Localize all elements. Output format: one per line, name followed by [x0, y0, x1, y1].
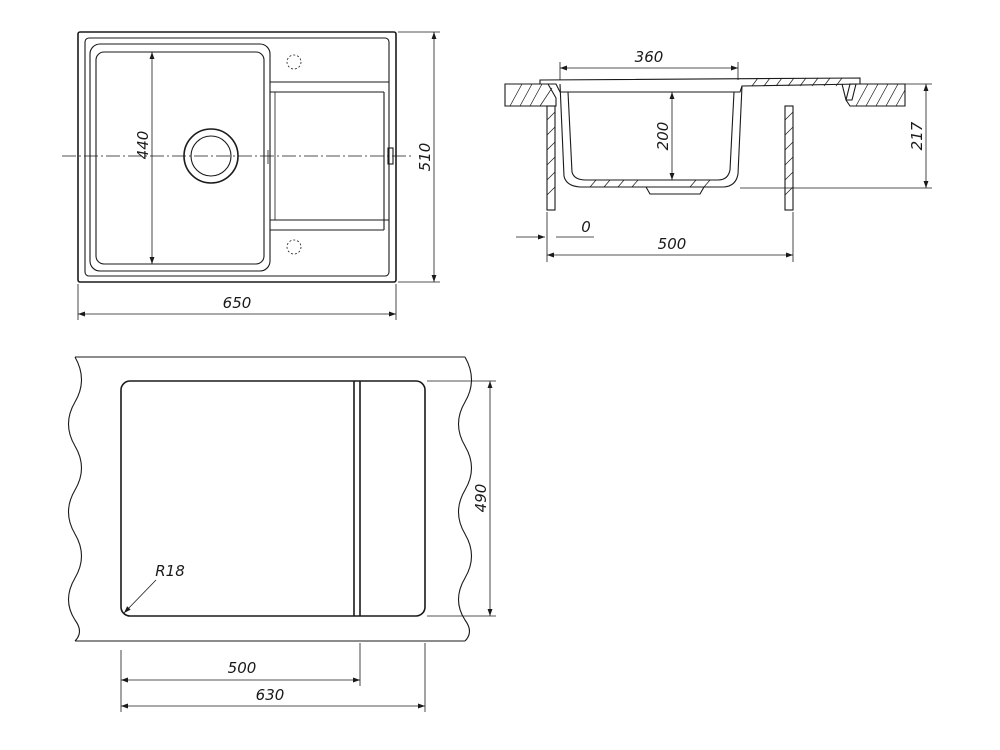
dim-radius: R18: [155, 562, 185, 580]
cutout-outline: [120, 380, 426, 617]
dim-cutout-total-width: 630: [256, 686, 285, 704]
dim-cutout-height: 490: [472, 484, 490, 513]
sink-outline: [77, 31, 397, 283]
dim-bowl-height: 440: [134, 131, 152, 160]
dim-offset: 0: [581, 218, 591, 236]
dim-total-depth: 217: [908, 121, 926, 150]
bowl-outer: [89, 43, 271, 272]
break-line-left: [67, 356, 83, 642]
dim-cutout-inner-width: 500: [228, 659, 257, 677]
top-view: 440 510 650: [62, 31, 440, 320]
sink-deck: [539, 77, 861, 93]
drain-outlet: [645, 186, 705, 195]
bowl-section-outer: [559, 83, 743, 188]
dim-width: 650: [223, 294, 252, 312]
cutout-view: R18 490 500 630: [67, 356, 496, 712]
dim-cabinet: 500: [658, 235, 687, 253]
tap-hole-bottom: [286, 239, 302, 255]
tap-hole-top: [286, 54, 302, 70]
bowl-section-inner: [567, 91, 735, 181]
dim-bowl-depth: 200: [654, 122, 672, 151]
dim-bowl-width: 360: [635, 48, 664, 66]
bowl-inner: [95, 51, 265, 265]
section-view: 360 200 217 0 500: [504, 48, 932, 262]
break-line-right: [457, 356, 473, 642]
cabinet-wall-left: [546, 105, 556, 211]
dim-height: 510: [416, 143, 434, 172]
cabinet-wall-right: [784, 105, 794, 211]
sink-rim: [84, 37, 390, 277]
